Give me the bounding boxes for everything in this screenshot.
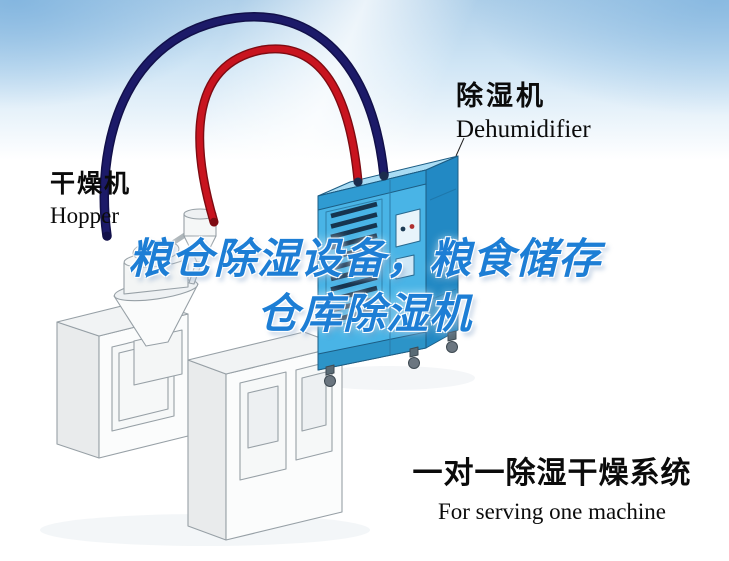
dehumidifier-shadow <box>305 366 475 390</box>
pipe-red <box>196 45 362 226</box>
system-label-en: For serving one machine <box>437 499 667 524</box>
dehumidifier-top-band <box>317 169 427 211</box>
body-left-face <box>187 359 227 541</box>
panel-lower-box <box>395 254 415 280</box>
system-label: 一对一除湿干燥系统 For serving one machine <box>402 448 702 525</box>
body-door-2-window <box>301 371 327 432</box>
dehumidifier-label-zh: 除湿机 <box>456 81 546 112</box>
hopper-label-en: Hopper <box>50 203 119 228</box>
caster-wheel <box>324 375 336 387</box>
hopper-machine <box>56 299 343 541</box>
body-door-1-window <box>247 385 279 449</box>
hopper-label: 干燥机 Hopper <box>50 164 131 229</box>
main-title-line1: 粮仓除湿设备，粮食储存 <box>127 234 601 283</box>
caster-wheel <box>446 341 458 353</box>
leader-line-dehumidifier <box>455 137 465 157</box>
casters <box>324 330 458 387</box>
pipe-navy <box>101 13 388 240</box>
main-title-line2: 仓库除湿机 <box>256 289 472 338</box>
vent-grill <box>325 198 383 329</box>
dehumidifier-label: 除湿机 Dehumidifier <box>456 74 591 144</box>
hopper-label-zh: 干燥机 <box>50 169 132 198</box>
tower-left-face <box>56 321 100 459</box>
control-panel <box>395 208 421 248</box>
dehumidifier-label-en: Dehumidifier <box>456 116 591 143</box>
pipes <box>99 12 389 241</box>
pipe-fitting <box>209 217 219 227</box>
pipe-fitting <box>353 177 363 187</box>
panel-button-dark <box>400 226 406 232</box>
caster-wheel <box>408 357 420 369</box>
system-label-zh: 一对一除湿干燥系统 <box>412 456 692 491</box>
dehumidifier-unit <box>317 155 459 387</box>
pipe-fitting <box>379 171 389 181</box>
grain-hopper-funnel <box>113 240 199 347</box>
cyclone-cone <box>183 235 217 263</box>
pipe-fitting <box>102 231 112 241</box>
side-seam-upper <box>429 188 457 201</box>
side-seam-lower <box>429 288 457 301</box>
sky-gradient <box>0 0 729 160</box>
panel-button-red <box>409 224 415 229</box>
main-title: 粮仓除湿设备，粮食储存 仓库除湿机 <box>0 231 729 341</box>
